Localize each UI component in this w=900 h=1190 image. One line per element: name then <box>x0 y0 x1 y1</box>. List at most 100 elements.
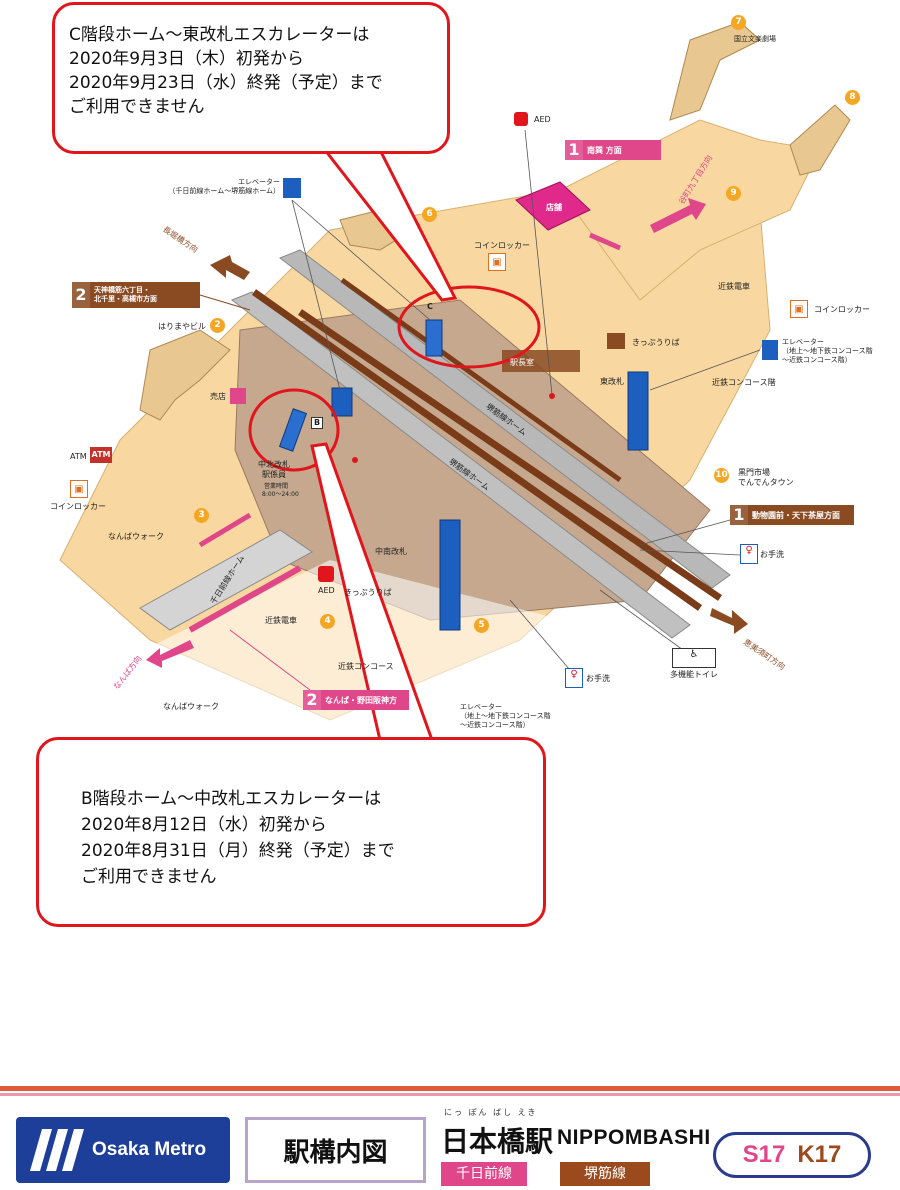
exit-number-5: 5 <box>474 618 489 633</box>
aed-icon-bottom <box>318 566 334 582</box>
line-exit-dobutsuen-number: 1 <box>730 505 748 525</box>
harimaya-label: はりまやビル <box>158 322 206 331</box>
ticket-2-label: きっぷうりば <box>344 588 392 597</box>
pointer-aed-top <box>524 129 553 396</box>
elevator-bottom-label: エレベーター （地上〜地下鉄コンコース階 〜近鉄コンコース階） <box>460 703 551 729</box>
kintetsu-top-label: 近鉄電車 <box>718 282 750 291</box>
multi-toilet-label: 多機能トイレ <box>670 670 718 679</box>
line-exit-minamitatsumi: 1 南巽 方面 <box>565 140 661 160</box>
exit-number-3: 3 <box>194 508 209 523</box>
notice-c-stairs: C階段ホーム〜東改札エスカレーターは 2020年9月3日（木）初発から 2020… <box>52 2 450 154</box>
line-exit-minamitatsumi-number: 1 <box>565 140 583 160</box>
arrow-ebisucho <box>710 608 748 634</box>
plan-title: 駅構内図 <box>283 1137 388 1168</box>
metro-m-icon <box>30 1129 84 1171</box>
stair-letter-c: C <box>427 302 433 311</box>
line-exit-namba: 2 なんば・野田阪神方 <box>303 690 409 710</box>
station-name-roman: NIPPOMBASHI <box>557 1126 711 1149</box>
line-exit-tenroku-label: 天神橋筋六丁目・ 北千里・高槻市方面 <box>94 286 157 303</box>
elevator-icon-right <box>762 340 778 360</box>
elevator-shaft-south <box>439 519 461 631</box>
multi-toilet-icon: ♿ <box>672 648 716 668</box>
notice-b-line-4: ご利用できません <box>81 867 217 887</box>
pointer-toilet-bottom <box>509 599 571 671</box>
map-drawing <box>59 21 851 742</box>
elevator-top-label: エレベーター （千日前線ホーム〜堺筋線ホーム） <box>168 178 280 195</box>
coin-locker-1-label: コインロッカー <box>474 241 530 250</box>
notice-c-line-3: 2020年9月23日（水）終発（予定）まで <box>69 73 383 93</box>
toilet-icon-bottom: ♀ <box>565 668 583 688</box>
exit-number-8: 8 <box>845 90 860 105</box>
sakaisuji-track-3 <box>340 277 622 483</box>
exit-number-6: 6 <box>422 207 437 222</box>
escalator-b <box>278 408 308 452</box>
elevator-shaft-center <box>331 387 353 417</box>
namba-walk-1-label: なんばウォーク <box>108 532 164 541</box>
station-office-label: 駅長室 <box>510 358 534 367</box>
escalator-c <box>425 319 443 357</box>
sakaisuji-platform-band <box>278 249 731 589</box>
line-exit-dobutsuen: 1 動物園前・天下茶屋方面 <box>730 505 854 525</box>
toilet-bottom-label: お手洗 <box>586 674 610 683</box>
station-code-sennichimae: S17 <box>742 1141 786 1168</box>
line-exit-dobutsuen-label: 動物園前・天下茶屋方面 <box>752 510 840 520</box>
store-box <box>515 181 591 231</box>
gate-east-label: 東改札 <box>600 377 624 386</box>
notice-b-line-1: B階段ホーム〜中改札エスカレーターは <box>81 789 382 809</box>
kiosk-icon <box>230 388 246 404</box>
sennichimae-track-pink-2 <box>198 512 252 548</box>
aed-top-label: AED <box>534 115 551 124</box>
gate-hours-label: 営業時間 <box>264 483 289 490</box>
line-badge-sennichimae: 千日前線 <box>441 1162 527 1186</box>
notice-c-line-1: C階段ホーム〜東改札エスカレーターは <box>69 25 370 45</box>
highlight-b-stairs <box>248 388 340 472</box>
pointer-multi-toilet <box>599 589 691 656</box>
stair-letter-b: B <box>311 417 324 429</box>
footer-rule-orange <box>0 1086 900 1091</box>
ticket-label: きっぷうりば <box>632 338 680 347</box>
station-codes: S17 K17 <box>713 1132 871 1178</box>
atm-icon: ATM <box>90 447 112 463</box>
elevator-icon-top <box>283 178 301 198</box>
pointer-exit2-brown <box>199 294 251 311</box>
pointer-exit2-pink <box>229 629 311 691</box>
plan-title-box: 駅構内図 <box>245 1117 426 1183</box>
coin-locker-2-label: コインロッカー <box>814 305 870 314</box>
exit-number-4: 4 <box>320 614 335 629</box>
pointer-elevator-top-2 <box>291 199 431 321</box>
station-map: 堺筋線ホーム 堺筋線ホーム 千日前線ホーム 東改札 中北改札 駅係員 営業時間 … <box>50 15 873 742</box>
kintetsu-concourse-bottom-label: 近鉄コンコース <box>338 662 394 671</box>
exit-number-10: 10 <box>714 468 729 483</box>
line-exit-tenroku-number: 2 <box>72 282 90 308</box>
aed-icon-top <box>514 112 528 126</box>
stairs-2 <box>139 329 231 421</box>
gate-station-office-2-label: 駅係員 <box>262 470 286 479</box>
highlight-c-stairs <box>397 285 541 369</box>
coin-locker-icon-2: ▣ <box>790 300 808 318</box>
dot-office <box>549 393 555 399</box>
stairs-8 <box>789 104 851 176</box>
notice-b-line-3: 2020年8月31日（月）終発（予定）まで <box>81 841 395 861</box>
dot-mid <box>352 457 358 463</box>
station-name: 日本橋駅 <box>441 1125 554 1158</box>
coin-locker-icon-1: ▣ <box>488 253 506 271</box>
line-exit-minamitatsumi-label: 南巽 方面 <box>587 145 622 155</box>
exit-number-2: 2 <box>210 318 225 333</box>
pointer-ebisucho <box>639 519 731 546</box>
ticket-icon <box>607 333 625 349</box>
kintetsu-concourse-right-label: 近鉄コンコース階 <box>712 378 776 387</box>
brand-name: Osaka Metro <box>92 1139 207 1160</box>
aed-bottom-label: AED <box>318 586 335 595</box>
pointer-elevator-top <box>291 199 341 391</box>
elevator-shaft-east <box>627 371 649 451</box>
notice-b-stairs: B階段ホーム〜中改札エスカレーターは 2020年8月12日（水）初発から 202… <box>36 737 546 927</box>
toilet-right-label: お手洗 <box>760 550 784 559</box>
toilet-icon-right: ♀ <box>740 544 758 564</box>
bunraku-label: 国立文楽劇場 <box>734 35 776 43</box>
kintetsu-left-label: 近鉄電車 <box>265 616 297 625</box>
station-code-sakaisuji: K17 <box>797 1141 842 1168</box>
kuromon-label: 黒門市場 でんでんタウン <box>738 468 794 487</box>
atm-label: ATM <box>70 452 87 461</box>
station-ruby: にっ ぽん ばし えき <box>444 1108 538 1117</box>
elevator-right-label: エレベーター （地上〜地下鉄コンコース階 〜近鉄コンコース階） <box>782 338 873 364</box>
